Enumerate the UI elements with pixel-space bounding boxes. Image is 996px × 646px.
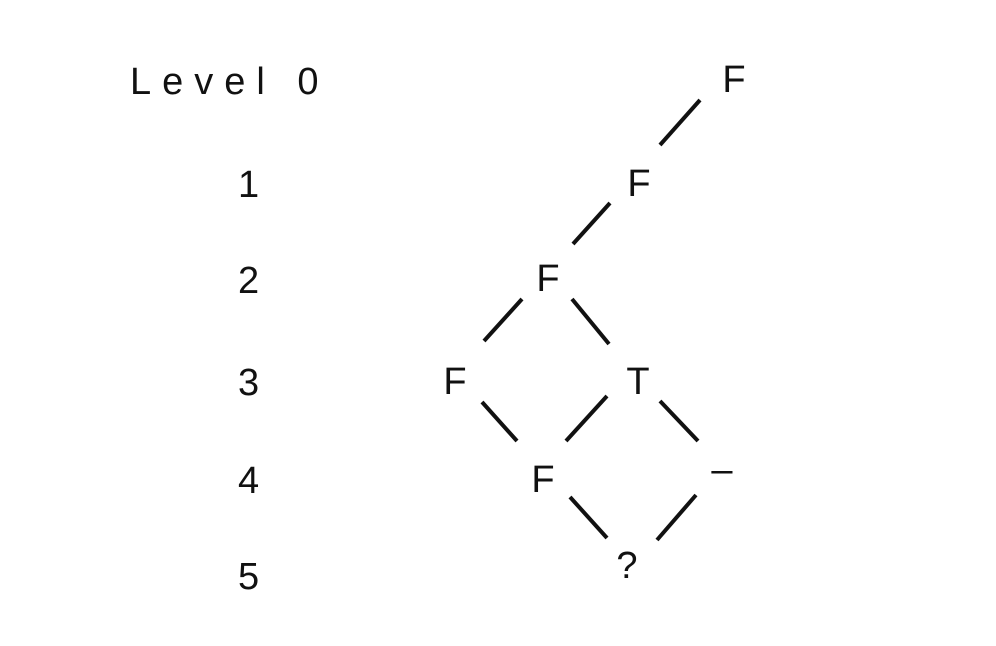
level-1-label: 1	[238, 164, 260, 206]
edge-n2-n3left	[482, 297, 524, 343]
level-4-label: 4	[238, 460, 260, 502]
edge-n3right-n4right	[658, 399, 700, 443]
edge-n0-n1	[658, 98, 702, 147]
level-5-label: 5	[238, 556, 260, 598]
edge-n4left-n5	[568, 495, 609, 540]
node-level2: F	[536, 258, 560, 300]
edge-n1-n2	[571, 201, 612, 246]
level-0-label: Level 0	[130, 61, 330, 103]
node-level3-right: T	[626, 361, 650, 403]
node-level1: F	[627, 163, 651, 205]
edge-n3left-n4left	[480, 400, 519, 443]
node-level0: F	[722, 59, 746, 101]
level-3-label: 3	[238, 362, 260, 404]
node-level3-left: F	[443, 361, 467, 403]
node-level4-left: F	[531, 459, 555, 501]
edge-n2-n3right	[570, 297, 611, 346]
edge-n3right-n4left	[564, 394, 609, 443]
node-level5: ?	[616, 545, 638, 587]
level-2-label: 2	[238, 260, 260, 302]
node-level4-right: –	[711, 449, 733, 491]
edge-n4right-n5	[655, 493, 698, 542]
